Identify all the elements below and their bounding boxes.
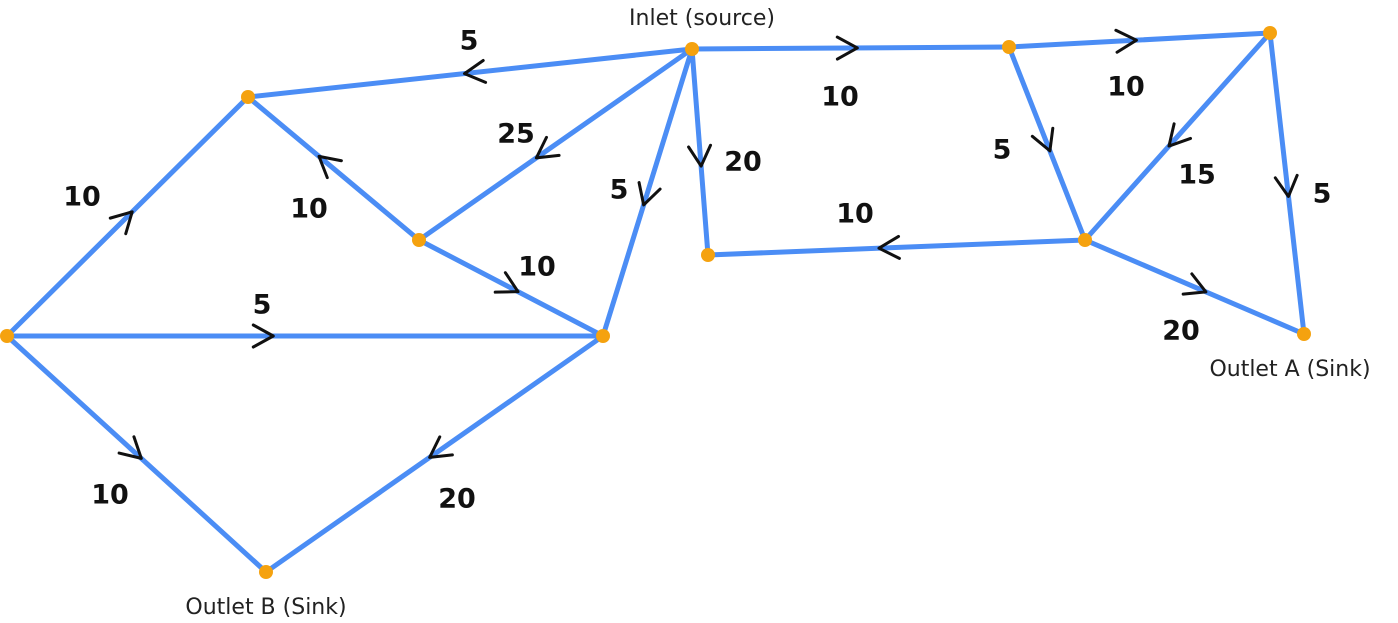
arrow-e12 [1114,28,1138,54]
node-n_center [412,233,426,247]
capacity-e5: 10 [821,82,859,113]
capacity-e15: 5 [1313,179,1332,210]
capacity-e16: 10 [836,199,874,230]
arrow-e7 [493,271,520,294]
arrow-e9 [251,323,275,349]
edge-e6 [245,94,422,243]
arrow-e17 [1181,272,1208,296]
edge-e15 [1267,30,1307,337]
capacity-e11: 20 [438,484,476,515]
node-n_mid [596,329,610,343]
arrow-e6 [317,154,343,180]
capacity-e10: 10 [91,480,129,511]
arrow-e1 [462,59,488,84]
capacity-e8: 10 [63,182,101,213]
arrow-e16 [877,234,901,260]
edge-e11 [263,333,606,575]
edge-e8 [4,94,251,339]
capacity-e4: 20 [724,147,762,178]
capacity-e1: 5 [460,26,479,57]
node-n_top_r2 [1263,26,1277,40]
edge-e1 [245,46,695,100]
edge-e16 [705,237,1088,258]
node-n_outlet_a [1297,327,1311,341]
outlet-a-label: Outlet A (Sink) [1209,357,1370,382]
capacity-e17: 20 [1162,316,1200,347]
arrow-e4 [687,143,713,168]
capacity-e9: 5 [253,290,272,321]
edge-e13 [1006,44,1088,243]
node-n_top_r1 [1002,40,1016,54]
edge-e12 [1006,30,1273,50]
arrow-e14 [1167,122,1193,148]
arrow-e11 [428,435,454,459]
edge-e5 [689,44,1012,52]
capacity-e14: 15 [1178,160,1216,191]
arrow-e13 [1030,126,1055,153]
node-n_inlet [685,42,699,56]
node-n_rc [1078,233,1092,247]
capacity-e12: 10 [1107,72,1145,103]
arrow-e5 [835,35,859,61]
arrow-e8 [108,210,134,236]
capacity-e3: 5 [610,175,629,206]
edge-e10 [4,333,269,575]
arrow-e2 [534,135,561,160]
arrows-layer [108,28,1299,460]
capacity-e2: 25 [497,119,535,150]
arrow-e10 [117,435,143,460]
edge-e7 [416,237,606,339]
node-n_outlet_b [259,565,273,579]
capacity-e6: 10 [290,194,328,225]
capacity-labels-layer: 5 25 5 20 10 10 10 10 5 10 20 10 5 15 5 10 20 [63,26,1331,515]
edges-layer [4,30,1307,575]
arrow-e3 [637,181,662,207]
capacity-e7: 10 [518,252,556,283]
nodes-layer [0,26,1311,579]
edge-e2 [416,46,695,243]
inlet-label: Inlet (source) [629,6,775,31]
outlet-b-label: Outlet B (Sink) [185,595,346,620]
arrow-e15 [1273,173,1299,198]
edge-e17 [1082,237,1307,337]
capacity-e13: 5 [993,135,1012,166]
node-n_b [701,248,715,262]
edge-e4 [689,46,711,258]
edge-e14 [1082,30,1273,243]
node-n_topleft [241,90,255,104]
edge-e3 [600,46,695,339]
node-n_left [0,329,14,343]
